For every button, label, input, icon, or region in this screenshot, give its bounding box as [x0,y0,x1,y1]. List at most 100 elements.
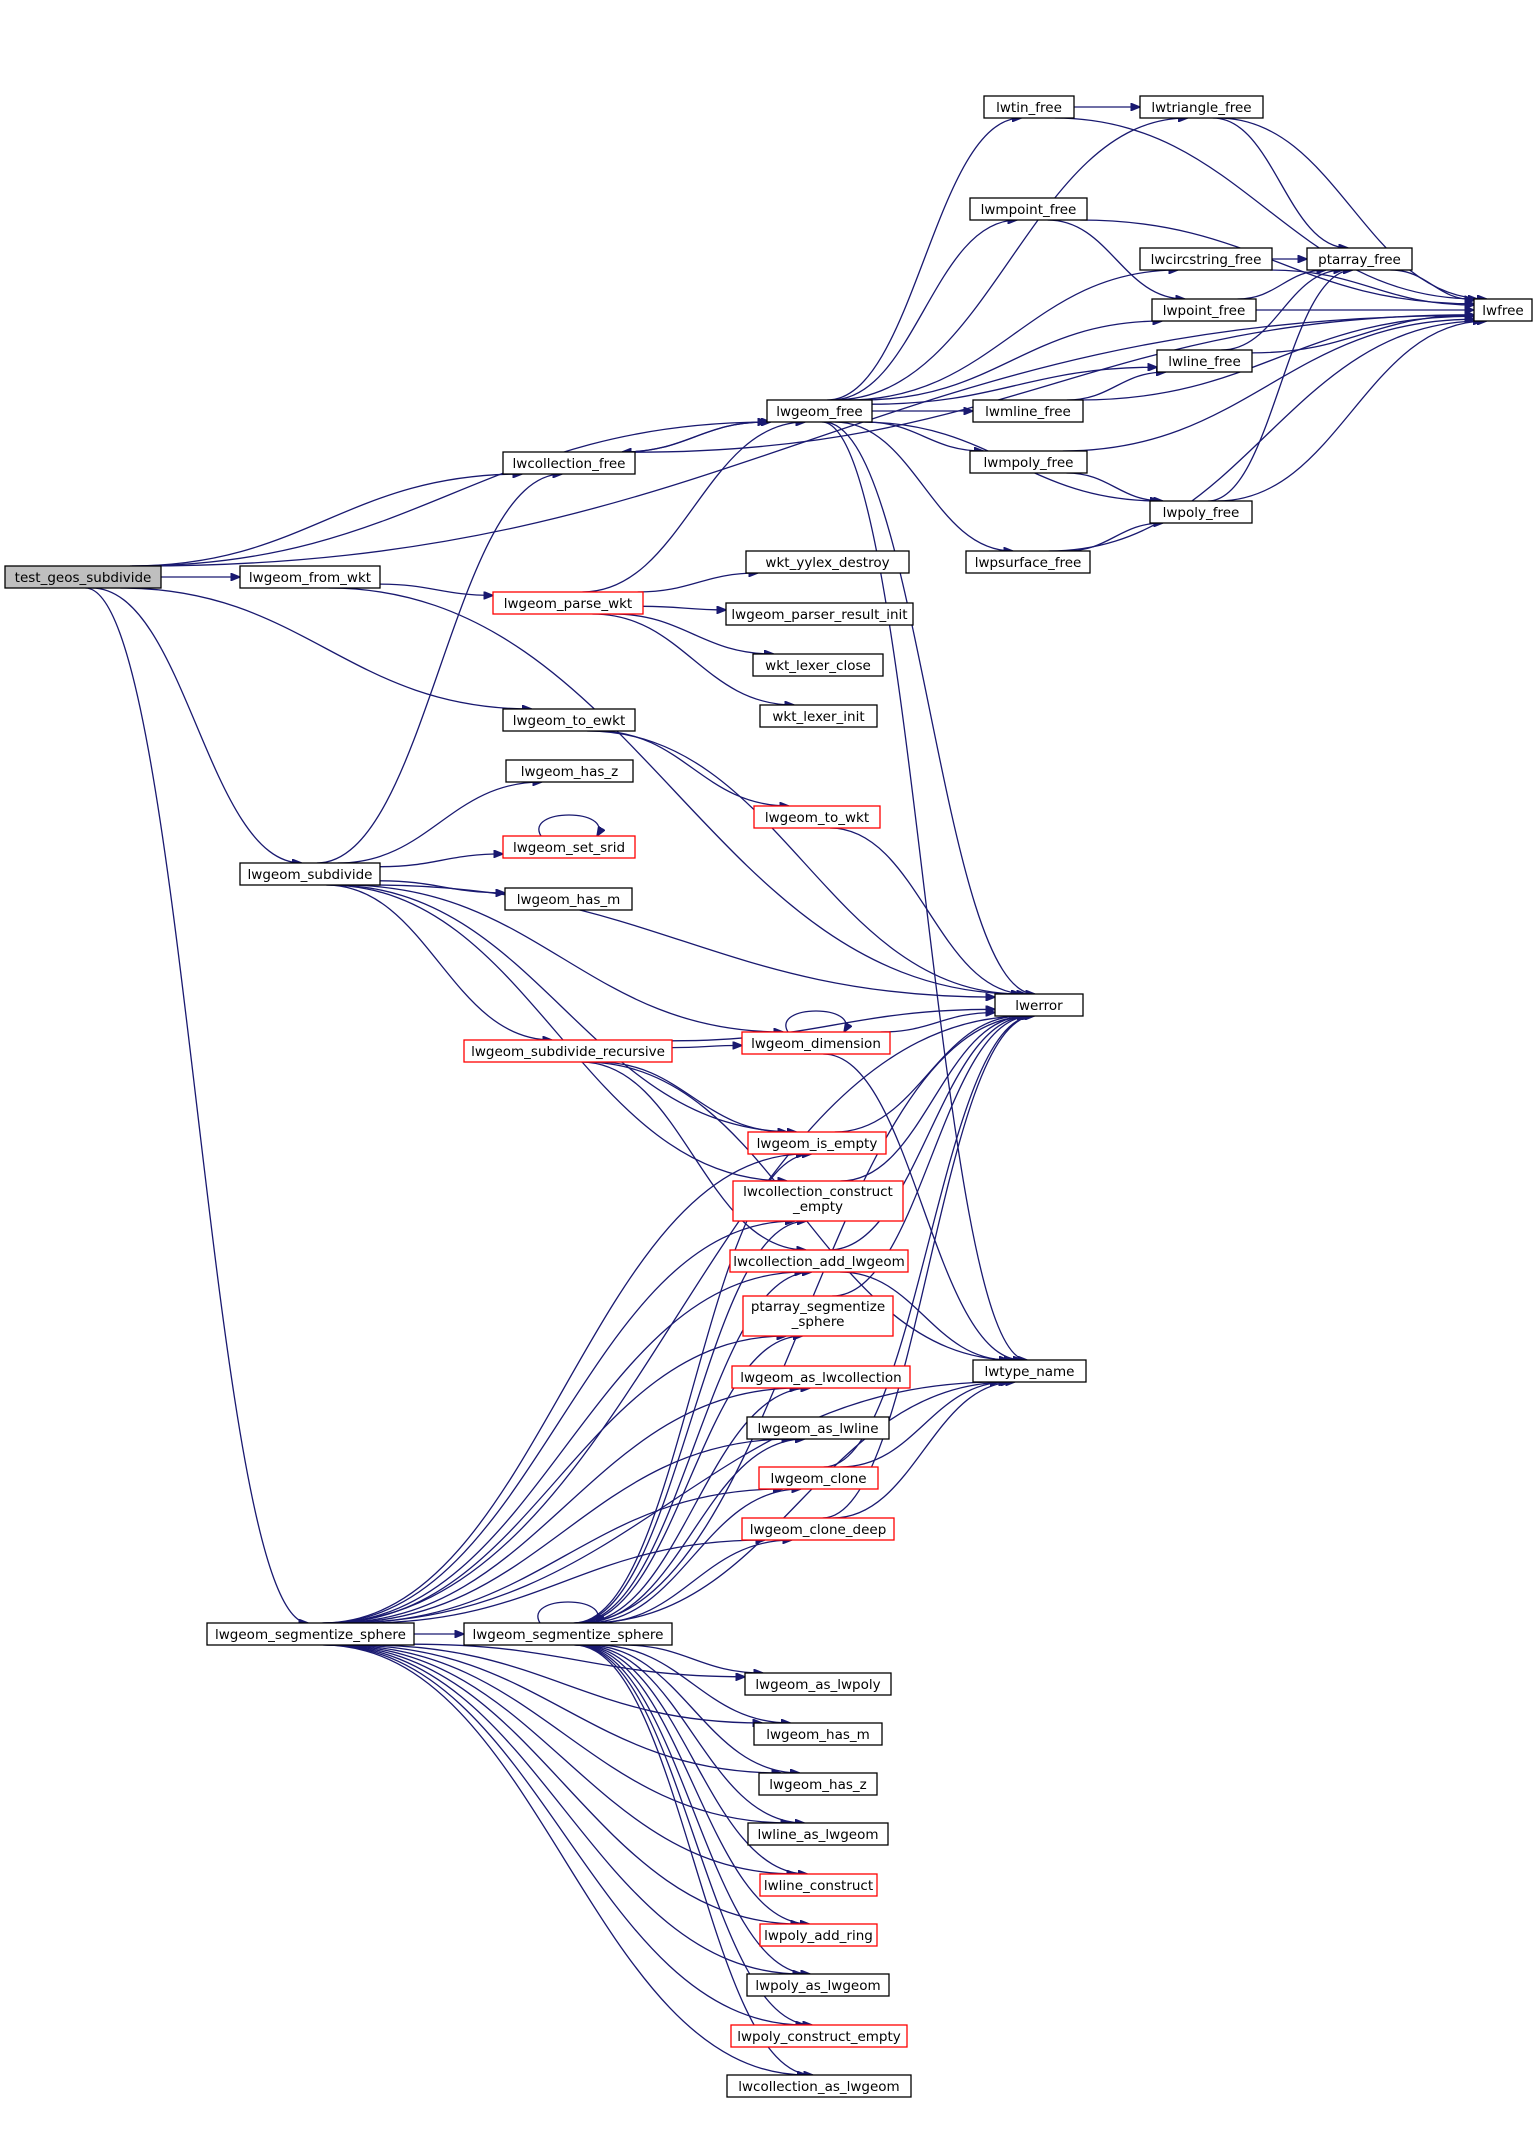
node-box [741,1517,895,1541]
node-box [1151,298,1257,322]
node-label: lwgeom_subdivide_recursive [471,1044,665,1060]
node-lwline-free[interactable]: lwline_free [1156,349,1253,373]
node-lwtin-free[interactable]: lwtin_free [983,95,1075,119]
node-label: lwpoly_add_ring [764,1928,873,1944]
node-lwgeom-parser-result-init[interactable]: lwgeom_parser_result_init [725,602,914,626]
edge-lwmpoly_free-to-lwpoly_free [1066,472,1164,501]
edge-lwgeom_free-to-lwmpoint_free [830,220,1017,401]
node-box [766,399,873,423]
edge-path [829,827,1026,994]
node-box [463,1039,673,1063]
node-box [747,1131,887,1155]
node-lwgeom-has-m[interactable]: lwgeom_has_m [504,887,633,911]
edge-lwgeom_subdivide-to-lwgeom_has_z [337,782,542,864]
node-lwgeom-as-lwpoly[interactable]: lwgeom_as_lwpoly [744,1672,892,1696]
node-label: lwline_construct [764,1878,873,1894]
edge-test_geos_subdivide-to-lwgeom_subdivide [91,587,301,863]
edge-path [1066,523,1163,552]
node-lwcollection-free[interactable]: lwcollection_free [502,451,636,475]
node-lwpoly-add-ring[interactable]: lwpoly_add_ring [759,1923,878,1947]
edge-path [587,1382,1010,1624]
edge-path [612,613,773,654]
node-ptarray-free[interactable]: ptarray_free [1306,247,1413,271]
node-lwmpoint-free[interactable]: lwmpoint_free [969,197,1088,221]
node-box [759,1923,878,1947]
node-lwgeom-dimension[interactable]: lwgeom_dimension [741,1031,891,1055]
node-lwpoint-free[interactable]: lwpoint_free [1151,298,1257,322]
node-label: lwmpoint_free [981,202,1077,218]
node-lwpoly-free[interactable]: lwpoly_free [1149,500,1253,524]
node-lwgeom-parse-wkt[interactable]: lwgeom_parse_wkt [492,591,644,615]
edge-path [823,1053,1022,1360]
node-lwgeom-to-ewkt[interactable]: lwgeom_to_ewkt [502,708,636,732]
node-lwfree[interactable]: lwfree [1473,298,1533,322]
node-lwcollection-construct-empty[interactable]: lwcollection_construct_empty [732,1180,904,1222]
node-lwgeom-to-wkt[interactable]: lwgeom_to_wkt [753,805,881,829]
node-wkt-yylex-destroy[interactable]: wkt_yylex_destroy [745,550,910,574]
node-lwgeom-segmentize-sphere[interactable]: lwgeom_segmentize_sphere [206,1622,415,1646]
edge-lwgeom_clone_deep-to-lwtype_name [832,1382,1015,1519]
node-label: ptarray_segmentize [751,1299,885,1315]
edge-lwgeom_to_wkt-to-lwerror [829,827,1026,994]
node-lwmpoly-free[interactable]: lwmpoly_free [969,450,1088,474]
edge-path [379,583,493,595]
node-box [994,993,1084,1017]
node-lwcircstring-free[interactable]: lwcircstring_free [1139,247,1273,271]
node-lwgeom-has-z[interactable]: lwgeom_has_z [505,759,634,783]
node-label: lwgeom_subdivide [248,867,373,883]
node-wkt-lexer-close[interactable]: wkt_lexer_close [752,653,884,677]
node-lwgeom-as-lwcollection[interactable]: lwgeom_as_lwcollection [731,1365,911,1389]
node-box [746,1416,890,1440]
edge-path [581,1439,804,1624]
node-lwgeom-as-lwline[interactable]: lwgeom_as_lwline [746,1416,890,1440]
node-lwmline-free[interactable]: lwmline_free [972,399,1084,423]
node-box [729,1249,909,1273]
edge-lwgeom_segmentize_sphere_2-to-lwline_as_lwgeom [581,1644,805,1823]
edge-ptarray_segmentize_sphere-to-lwerror [832,1016,1031,1297]
edge-path [1079,316,1474,401]
node-label: lwgeom_free [776,404,862,420]
node-label: wkt_lexer_close [765,658,871,674]
node-lwline-construct[interactable]: lwline_construct [759,1873,878,1897]
node-lwpsurface-free[interactable]: lwpsurface_free [965,550,1091,574]
edge-path [642,605,726,610]
node-label: lwpoly_free [1163,505,1240,521]
edge-lwgeom_segmentize_sphere_2-to-lwcollection_construct_empty [574,1221,806,1624]
node-lwgeom-set-srid[interactable]: lwgeom_set_srid [502,835,636,859]
edge-lwgeom_subdivide-to-lwgeom_set_srid [379,854,503,868]
node-lwgeom-has-m-2[interactable]: lwgeom_has_m [753,1722,883,1746]
node-lwgeom-segmentize-sphere-2[interactable]: lwgeom_segmentize_sphere [463,1622,673,1646]
node-lwtriangle-free[interactable]: lwtriangle_free [1139,95,1264,119]
node-lwgeom-clone[interactable]: lwgeom_clone [758,1466,879,1490]
node-test-geos-subdivide[interactable]: test_geos_subdivide [4,565,162,589]
edge-path [597,1061,787,1132]
edge-lwgeom_parse_wkt-to-lwgeom_free [582,422,805,593]
node-lwgeom-has-z-2[interactable]: lwgeom_has_z [758,1772,878,1796]
node-lwgeom-subdivide[interactable]: lwgeom_subdivide [239,862,381,886]
node-lwpoly-construct-empty[interactable]: lwpoly_construct_empty [730,2024,908,2048]
node-lwgeom-from-wkt[interactable]: lwgeom_from_wkt [239,565,381,589]
node-lwgeom-subdivide-recursive[interactable]: lwgeom_subdivide_recursive [463,1039,673,1063]
edge-path [1221,270,1343,351]
node-lwerror[interactable]: lwerror [994,993,1084,1017]
node-lwtype-name[interactable]: lwtype_name [972,1359,1087,1383]
node-lwgeom-free[interactable]: lwgeom_free [766,399,873,423]
edge-path [538,814,599,836]
edge-path [322,1644,807,2075]
node-wkt-lexer-init[interactable]: wkt_lexer_init [759,704,878,728]
node-label: lwgeom_has_m [766,1727,870,1743]
node-lwpoly-as-lwgeom[interactable]: lwpoly_as_lwgeom [746,1973,890,1997]
node-lwline-as-lwgeom[interactable]: lwline_as_lwgeom [747,1822,889,1846]
node-ptarray-segmentize-sphere[interactable]: ptarray_segmentize_sphere [742,1295,894,1337]
edge-path [131,422,771,567]
edge-path [834,421,1013,551]
node-lwgeom-is-empty[interactable]: lwgeom_is_empty [747,1131,887,1155]
node-box [969,197,1088,221]
edge-lwgeom_segmentize_sphere-to-lwgeom_clone [346,1489,782,1624]
edge-lwgeom_segmentize_sphere-to-lwline_as_lwgeom [338,1644,790,1823]
node-box [4,565,162,589]
node-lwgeom-clone-deep[interactable]: lwgeom_clone_deep [741,1517,895,1541]
node-label: _empty [792,1199,843,1215]
node-lwcollection-as-lwgeom[interactable]: lwcollection_as_lwgeom [726,2074,912,2098]
node-lwcollection-add-lwgeom[interactable]: lwcollection_add_lwgeom [729,1249,909,1273]
